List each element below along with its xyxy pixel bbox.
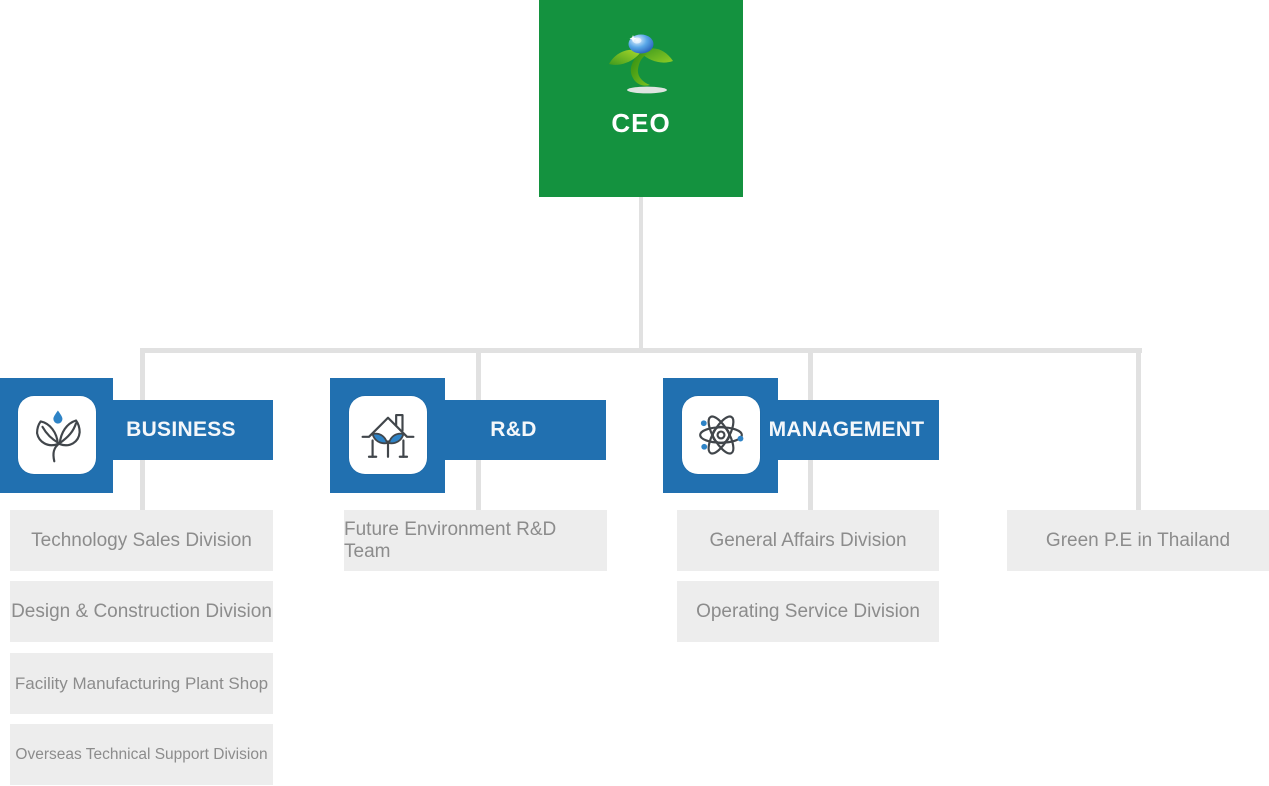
division-label: Facility Manufacturing Plant Shop <box>14 673 269 693</box>
division-box-overseas-support: Overseas Technical Support Division <box>10 724 273 785</box>
rnd-header-label: R&D <box>490 418 537 441</box>
division-box-facility-manufacturing: Facility Manufacturing Plant Shop <box>10 653 273 714</box>
division-label: Future Environment R&D Team <box>344 518 557 562</box>
division-box-design-construction: Design & Construction Division <box>10 581 273 642</box>
business-header-label: BUSINESS <box>126 418 236 441</box>
division-label: Technology Sales Division <box>31 529 252 551</box>
plant-droplet-icon <box>17 396 96 474</box>
management-header: MANAGEMENT <box>769 400 939 460</box>
eco-house-icon <box>348 396 427 474</box>
division-box-technology-sales: Technology Sales Division <box>10 510 273 571</box>
division-label: Operating Service Division <box>696 600 920 622</box>
ceo-node: CEO <box>539 0 743 197</box>
division-box-general-affairs: General Affairs Division <box>677 510 939 571</box>
company-logo-icon <box>606 32 676 98</box>
connector-horizontal <box>140 348 1142 353</box>
division-label: Green P.E in Thailand <box>1045 529 1231 551</box>
business-header: BUSINESS <box>113 400 273 460</box>
division-label: Design & Construction Division <box>11 600 272 622</box>
connector-thailand-drop <box>1136 348 1141 510</box>
connector-ceo-drop <box>639 197 643 349</box>
rnd-header: R&D <box>445 400 606 460</box>
management-icon-box <box>663 378 778 493</box>
division-label: General Affairs Division <box>709 529 907 551</box>
division-box-future-environment: Future Environment R&D Team <box>344 510 607 571</box>
division-box-green-pe-thailand: Green P.E in Thailand <box>1007 510 1269 571</box>
rnd-icon-box <box>330 378 445 493</box>
management-header-label: MANAGEMENT <box>768 418 925 441</box>
division-label: Overseas Technical Support Division <box>15 745 268 763</box>
atom-icon <box>681 396 760 474</box>
business-icon-box <box>0 378 113 493</box>
ceo-label: CEO <box>611 108 671 138</box>
division-box-operating-service: Operating Service Division <box>677 581 939 642</box>
